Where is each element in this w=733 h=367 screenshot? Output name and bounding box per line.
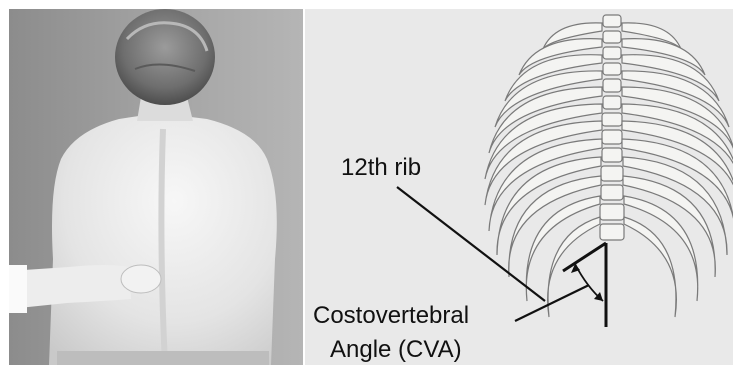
- rib-label: 12th rib: [341, 156, 421, 180]
- rib-cage: [485, 15, 733, 317]
- photo-panel: [9, 9, 303, 365]
- cva-label-line2: Angle (CVA): [330, 338, 462, 362]
- spine: [600, 15, 624, 240]
- cva-label-line1: Costovertebral: [313, 304, 469, 328]
- left-ribs: [485, 23, 602, 317]
- right-ribs: [622, 23, 733, 317]
- rib-pointer-line: [397, 187, 545, 301]
- examiner-hand: [121, 265, 161, 293]
- cva-rib-line: [563, 243, 606, 271]
- patient-back-photo: [9, 9, 303, 365]
